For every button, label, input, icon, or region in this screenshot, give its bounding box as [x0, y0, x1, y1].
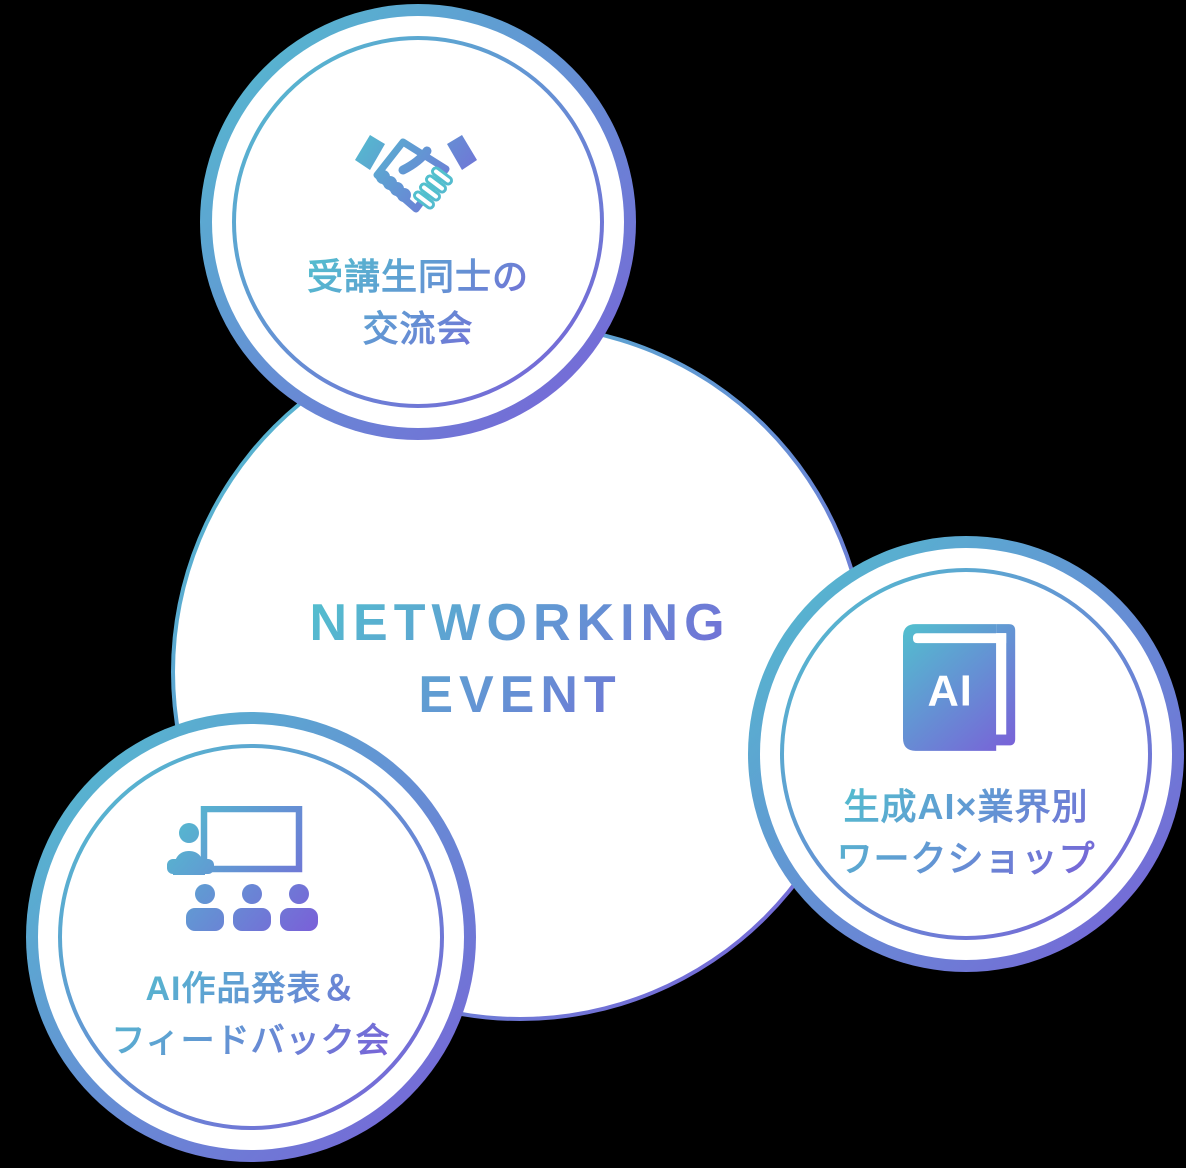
handshake-knuckles [376, 170, 411, 202]
satellite-label-line2: ワークショップ [836, 838, 1096, 879]
outer-ring-gap: AI作品発表＆ フィードバック会 [38, 724, 464, 1150]
handshake-back-hand [373, 138, 450, 213]
satellite-label-line1: 受講生同士の [306, 256, 529, 297]
audience-figures [186, 884, 318, 931]
satellite-label-line2: 交流会 [362, 308, 474, 349]
center-title: NETWORKING EVENT [309, 588, 730, 732]
inner-ring: 受講生同士の 交流会 [232, 36, 604, 408]
handshake-icon [355, 135, 477, 213]
satellite-label-line1: 生成AI×業界別 [843, 786, 1089, 827]
satellite-face: AI 生成AI×業界別 ワークショップ [784, 572, 1148, 936]
outer-ring-gap: 受講生同士の 交流会 [212, 16, 624, 428]
inner-ring: AI作品発表＆ フィードバック会 [58, 744, 444, 1130]
presentation-icon [167, 806, 318, 931]
satellite-ai-feedback: AI作品発表＆ フィードバック会 [26, 712, 476, 1162]
book-pages-stripe-vertical [996, 633, 1007, 735]
satellite-face: AI作品発表＆ フィードバック会 [62, 748, 440, 1126]
book-cover-text: AI [927, 668, 972, 716]
satellite-ai-workshop: AI 生成AI×業界別 ワークショップ [748, 536, 1184, 972]
book-pages-stripe [912, 633, 1007, 644]
book-front-cover [903, 624, 997, 751]
satellite-label: 生成AI×業界別 ワークショップ [836, 781, 1095, 885]
presentation-screen [200, 806, 303, 873]
satellite-label: 受講生同士の 交流会 [307, 251, 529, 355]
ai-book-icon: AI [903, 624, 1016, 751]
satellite-label: AI作品発表＆ フィードバック会 [111, 963, 390, 1067]
handshake-fingers [413, 166, 453, 210]
handshake-thumb [398, 146, 432, 175]
satellite-face: 受講生同士の 交流会 [236, 40, 600, 404]
book-back-cover [988, 624, 1016, 746]
center-title-line2: EVENT [418, 666, 622, 724]
outer-ring-gap: AI 生成AI×業界別 ワークショップ [760, 548, 1172, 960]
satellite-student-exchange: 受講生同士の 交流会 [200, 4, 636, 440]
satellite-label-line1: AI作品発表＆ [145, 970, 357, 1008]
handshake-sleeves [355, 135, 477, 170]
center-title-line1: NETWORKING [309, 594, 731, 653]
satellite-label-line2: フィードバック会 [111, 1022, 391, 1060]
inner-ring: AI 生成AI×業界別 ワークショップ [780, 568, 1152, 940]
presenter-figure [167, 823, 214, 875]
